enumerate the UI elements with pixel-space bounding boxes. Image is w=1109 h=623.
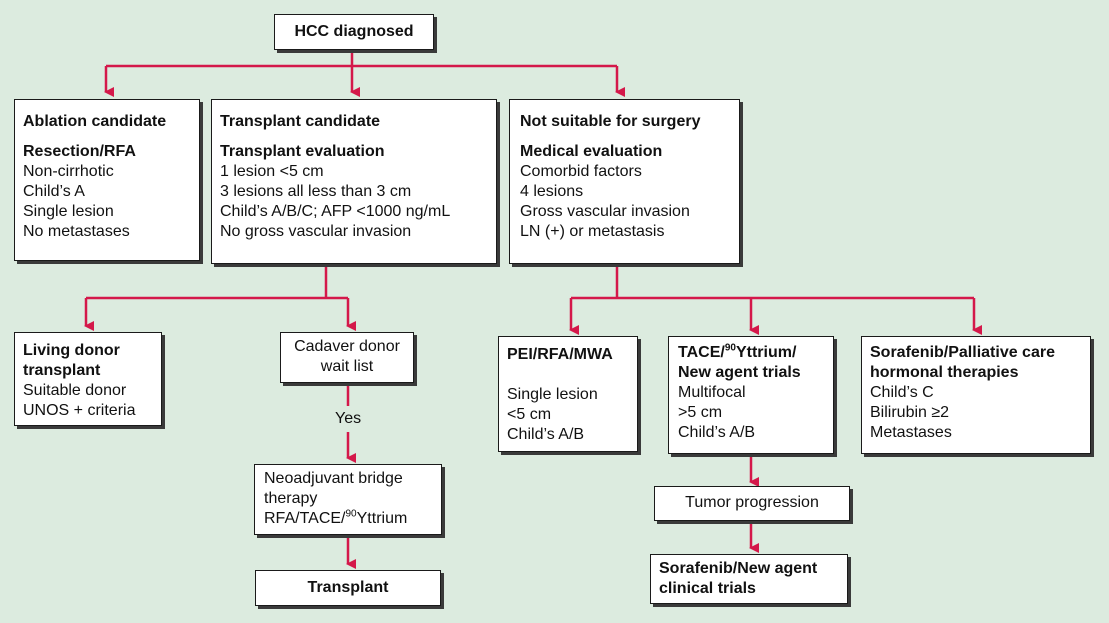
ablation-item: Child’s A [23,183,85,200]
cadaver-line: wait list [320,358,374,375]
transplant-title: Transplant candidate [220,113,381,130]
pei-item: Child’s A/B [507,426,585,443]
pei-item: Single lesion [507,386,598,403]
living-donor-item: UNOS + criteria [23,402,136,419]
not-suitable-item: Gross vascular invasion [520,203,690,220]
hcc-diagnosed-label: HCC diagnosed [294,23,414,40]
tace-title: TACE/90Yttrium/ [678,342,797,361]
transplant-final-label: Transplant [307,579,389,596]
sorafenib-palliative-box: Sorafenib/Palliative care hormonal thera… [861,336,1091,454]
sorafenib-trials-title: clinical trials [659,580,756,597]
living-donor-item: Suitable donor [23,382,127,399]
not-suitable-item: LN (+) or metastasis [520,223,665,240]
ablation-subtitle: Resection/RFA [23,143,136,160]
ablation-item: Single lesion [23,203,114,220]
cadaver-donor-box: Cadaver donor wait list [280,332,414,383]
tace-item: Multifocal [678,384,746,401]
transplant-final-box: Transplant [255,570,441,606]
sorafenib-palliative-item: Child’s C [870,384,934,401]
cadaver-line: Cadaver donor [294,338,400,355]
living-donor-title: Living donor [23,342,120,359]
neoadjuvant-last-line: RFA/TACE/90Yttrium [264,508,408,527]
neoadjuvant-line: therapy [264,490,318,507]
sorafenib-palliative-item: Metastases [870,424,952,441]
not-suitable-box: Not suitable for surgery Medical evaluat… [509,99,740,264]
not-suitable-item: 4 lesions [520,183,584,200]
yes-label: Yes [335,410,362,427]
not-suitable-item: Comorbid factors [520,163,642,180]
pei-title: PEI/RFA/MWA [507,346,613,363]
living-donor-box: Living donor transplant Suitable donor U… [14,332,162,426]
ablation-item: Non-cirrhotic [23,163,114,180]
not-suitable-subtitle: Medical evaluation [520,143,663,160]
tace-item: Child’s A/B [678,424,756,441]
transplant-item: 3 lesions all less than 3 cm [220,183,412,200]
neoadjuvant-box: Neoadjuvant bridge therapy RFA/TACE/90Yt… [254,464,442,535]
transplant-candidate-box: Transplant candidate Transplant evaluati… [211,99,497,264]
sorafenib-palliative-title: Sorafenib/Palliative care [870,344,1055,361]
ablation-title: Ablation candidate [23,113,167,130]
tace-title-line2: New agent trials [678,364,801,381]
not-suitable-title: Not suitable for surgery [520,113,701,130]
transplant-subtitle: Transplant evaluation [220,143,385,160]
tumor-progression-box: Tumor progression [654,486,850,521]
sorafenib-trials-box: Sorafenib/New agent clinical trials [650,554,848,604]
tace-box: TACE/90Yttrium/ New agent trials Multifo… [668,336,834,454]
sorafenib-palliative-item: Bilirubin ≥2 [870,404,950,421]
transplant-item: No gross vascular invasion [220,223,412,240]
sorafenib-palliative-title: hormonal therapies [870,364,1019,381]
pei-rfa-mwa-box: PEI/RFA/MWA Single lesion <5 cm Child’s … [498,336,638,452]
transplant-item: 1 lesion <5 cm [220,163,324,180]
tace-item: >5 cm [678,404,723,421]
neoadjuvant-line: Neoadjuvant bridge [264,470,403,487]
living-donor-title: transplant [23,362,101,379]
ablation-item: No metastases [23,223,130,240]
pei-item: <5 cm [507,406,552,423]
transplant-item: Child’s A/B/C; AFP <1000 ng/mL [220,203,451,220]
ablation-candidate-box: Ablation candidate Resection/RFA Non-cir… [14,99,200,261]
tumor-progression-label: Tumor progression [685,494,819,511]
hcc-diagnosed-box: HCC diagnosed [274,14,434,50]
sorafenib-trials-title: Sorafenib/New agent [659,560,818,577]
